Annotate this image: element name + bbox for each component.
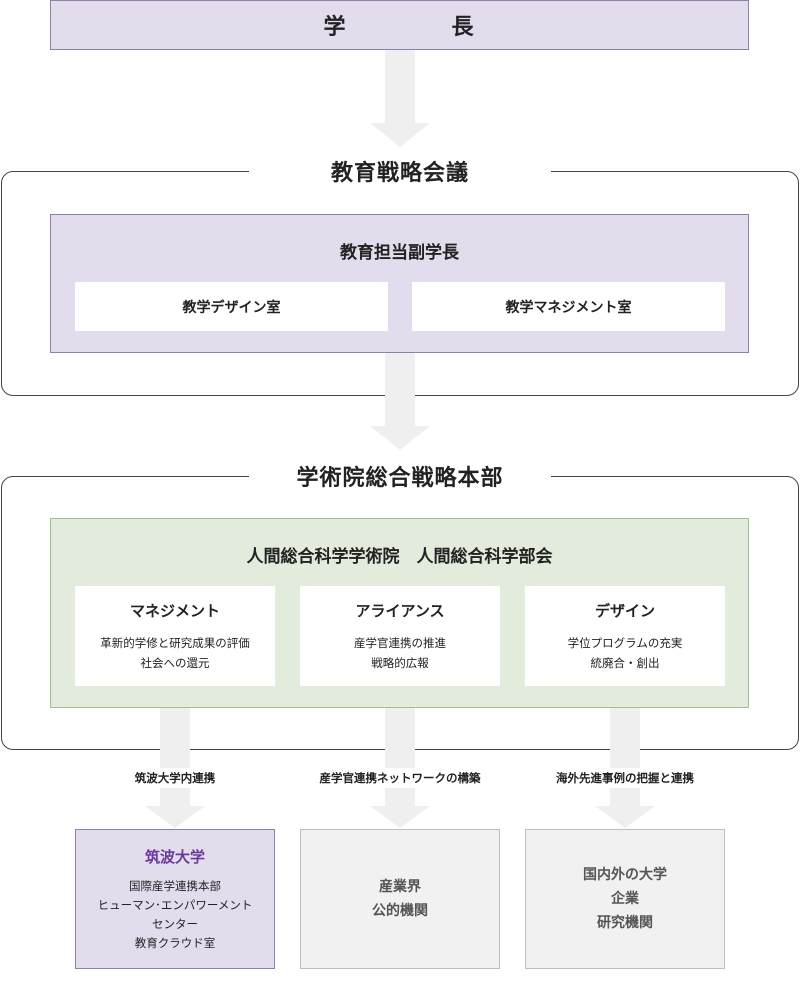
card-design: デザイン 学位プログラムの充実 統廃合・創出 [525, 586, 725, 686]
card-line: 統廃合・創出 [590, 655, 660, 670]
arrow-down-icon [370, 353, 430, 450]
tsukuba-title: 筑波大学 [144, 847, 205, 866]
connector-label: 筑波大学内連携 [128, 768, 222, 788]
education-strategy-title: 教育戦略会議 [249, 151, 551, 191]
connector-bar [160, 708, 190, 806]
academic-hq-title: 学術院総合戦略本部 [249, 456, 551, 496]
president-char-1: 学 [323, 15, 348, 40]
external-box: 国内外の大学 企業 研究機関 [525, 829, 725, 969]
president-box: 学 長 [50, 0, 749, 50]
external-line: 研究機関 [597, 915, 653, 931]
connector-label-wrap: 産学官連携ネットワークの構築 [290, 766, 510, 790]
tsukuba-line: 国際産学連携本部 [129, 878, 221, 893]
education-vice-president-box: 教育担当副学長 教学デザイン室 教学マネジメント室 [50, 214, 749, 353]
connector-label-wrap: 筑波大学内連携 [75, 766, 275, 790]
card-alliance: アライアンス 産学官連携の推進 戦略的広報 [300, 586, 500, 686]
card-management: マネジメント 革新的学修と研究成果の評価 社会への還元 [75, 586, 275, 686]
connector-bar [610, 708, 640, 806]
industry-line: 公的機関 [372, 903, 428, 919]
connector-label-wrap: 海外先進事例の把握と連携 [515, 766, 735, 790]
tsukuba-line: 教育クラウド室 [134, 935, 216, 950]
division-title: 人間総合科学学術院 人間総合科学部会 [246, 546, 553, 567]
arrow-down-icon [370, 806, 430, 828]
card-line: 学位プログラムの充実 [567, 635, 683, 650]
tsukuba-line: ヒューマン･エンパワーメント [97, 897, 253, 912]
card-line: 革新的学修と研究成果の評価 [100, 635, 250, 650]
office-design: 教学デザイン室 [75, 282, 388, 331]
external-line: 国内外の大学 [583, 867, 667, 883]
arrow-down-icon [145, 806, 205, 828]
tsukuba-line: センター [152, 916, 198, 931]
tsukuba-university-box: 筑波大学 国際産学連携本部 ヒューマン･エンパワーメント センター 教育クラウド… [75, 829, 275, 969]
connector-bar [385, 708, 415, 806]
office-management: 教学マネジメント室 [412, 282, 725, 331]
card-title: アライアンス [355, 601, 445, 620]
connector-label: 海外先進事例の把握と連携 [550, 768, 700, 788]
division-box: 人間総合科学学術院 人間総合科学部会 マネジメント 革新的学修と研究成果の評価 … [50, 518, 749, 708]
card-line: 産学官連携の推進 [354, 635, 446, 650]
connector-label: 産学官連携ネットワークの構築 [313, 768, 487, 788]
industry-line: 産業界 [379, 879, 421, 895]
president-char-2: 長 [451, 15, 476, 40]
card-title: デザイン [594, 601, 655, 620]
external-line: 企業 [611, 891, 639, 907]
card-title: マネジメント [129, 601, 220, 620]
card-line: 戦略的広報 [371, 655, 429, 670]
vice-president-title: 教育担当副学長 [340, 242, 459, 263]
card-line: 社会への還元 [140, 655, 210, 670]
arrow-down-icon [595, 806, 655, 828]
industry-box: 産業界 公的機関 [300, 829, 500, 969]
arrow-down-icon [370, 50, 430, 147]
